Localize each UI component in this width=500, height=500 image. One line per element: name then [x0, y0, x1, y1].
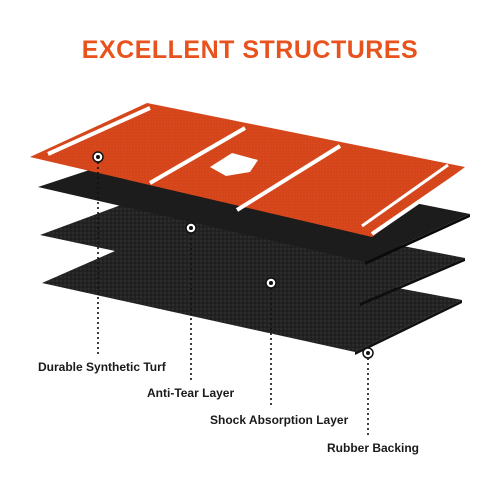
- home-plate-icon: [210, 153, 258, 176]
- turf-line: [148, 126, 247, 185]
- rubber-backing-edge: [355, 300, 462, 355]
- callout-pin-dot: [96, 155, 100, 159]
- turf-line: [370, 170, 464, 236]
- callout-anti-tear-layer: [185, 222, 197, 380]
- callout-pin-dot: [269, 281, 273, 285]
- turf-line: [361, 163, 449, 228]
- rubber-backing-layer: [42, 240, 462, 352]
- page-title: EXCELLENT STRUCTURES: [81, 36, 419, 64]
- label-anti-tear-layer: Anti-Tear Layer: [147, 386, 235, 400]
- callout-durable-synthetic-turf: [92, 151, 104, 355]
- callout-rubber-backing: [362, 347, 374, 435]
- label-rubber-backing: Rubber Backing: [327, 441, 420, 455]
- turf-line: [235, 144, 342, 212]
- callout-pin-dot: [189, 226, 193, 230]
- shock-absorption-layer: [40, 196, 465, 303]
- callout-pin-dot: [366, 351, 370, 355]
- shock-absorption-edge: [360, 258, 465, 306]
- label-shock-absorption-layer: Shock Absorption Layer: [210, 413, 349, 427]
- anti-tear-edge: [365, 214, 470, 265]
- label-durable-synthetic-turf: Durable Synthetic Turf: [38, 360, 166, 374]
- callout-shock-absorption-layer: [265, 277, 277, 408]
- turf-line: [47, 106, 151, 156]
